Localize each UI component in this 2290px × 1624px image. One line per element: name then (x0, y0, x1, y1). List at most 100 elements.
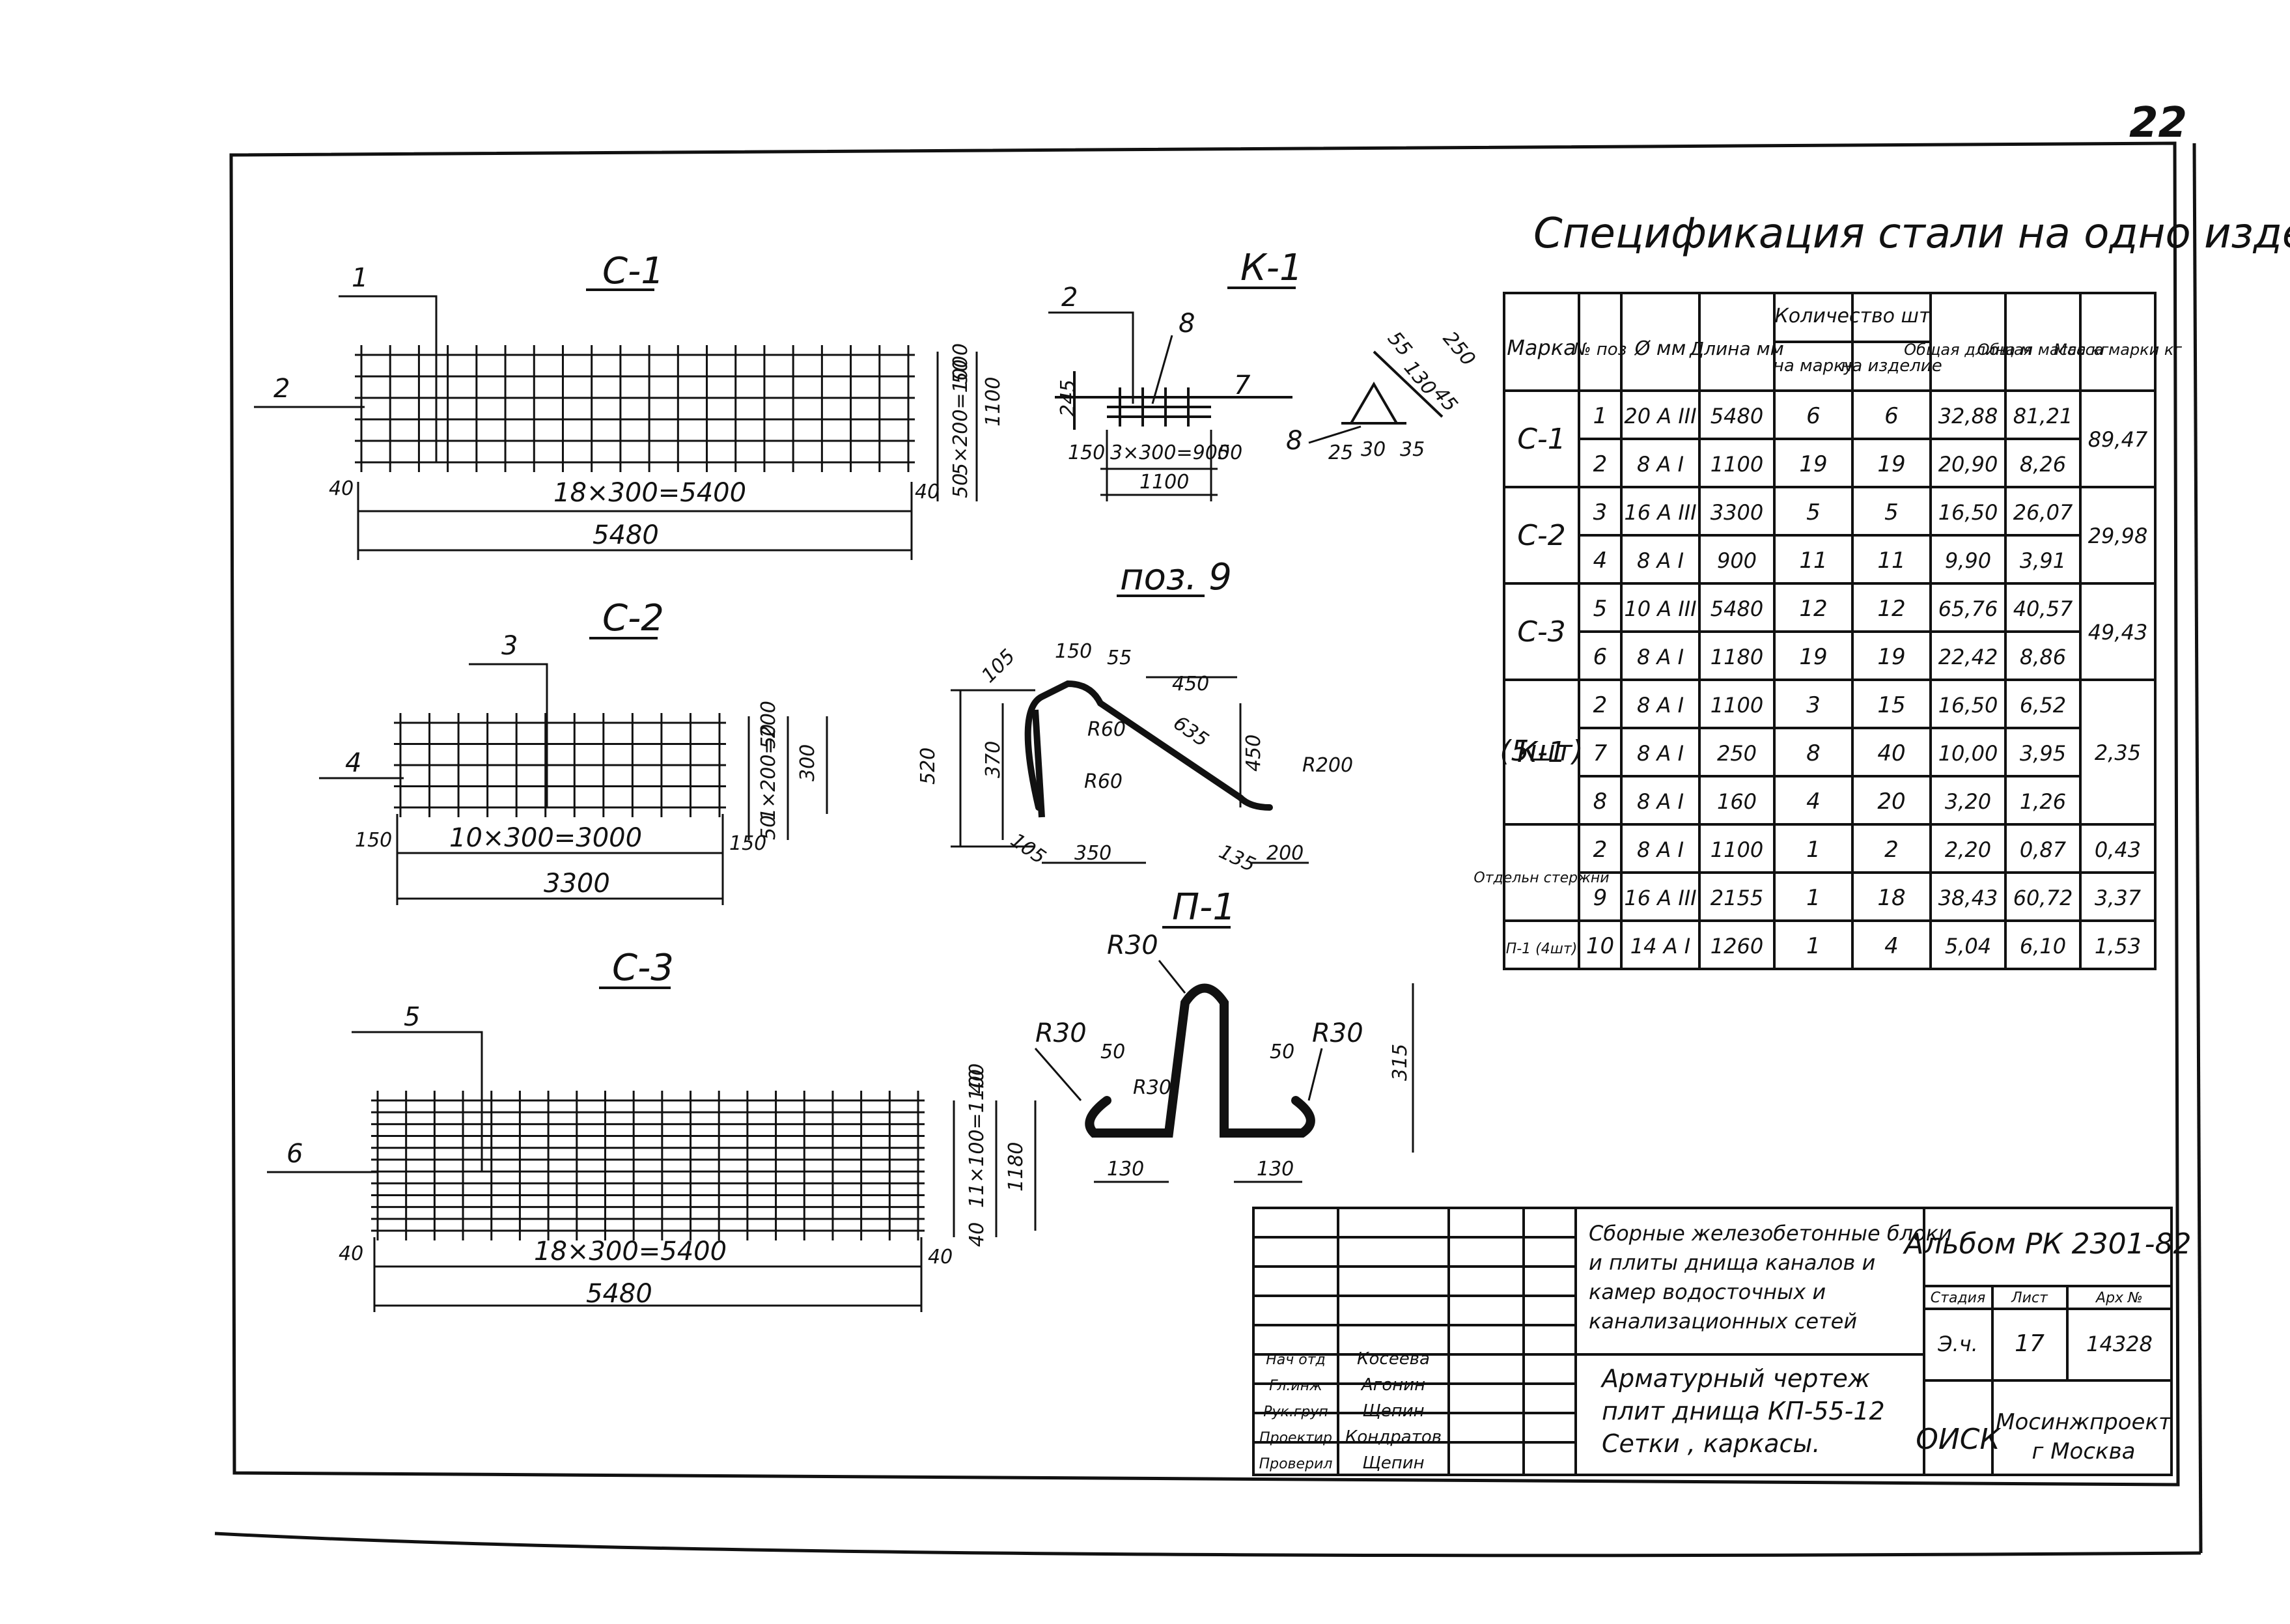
spec-od-3: 9,90 (1945, 548, 1991, 573)
tb-org-short: ОИСК (1916, 1423, 2001, 1456)
c2-dim-50-top: 50 (757, 724, 780, 749)
spec-ni-8: 20 (1877, 789, 1905, 815)
spec-poz-2: 3 (1593, 499, 1608, 525)
c3-pos-6: 6 (286, 1139, 303, 1169)
spec-poz-9: 2 (1593, 837, 1608, 863)
spec-ni-9: 2 (1884, 837, 1899, 863)
poz9-r60-b: R60 (1084, 770, 1123, 793)
spec-od-0: 32,88 (1938, 404, 1998, 428)
spec-dia-1: 8 А I (1637, 452, 1684, 477)
tb-drawing-line-1: плит днища КП-55-12 (1602, 1397, 1885, 1425)
sheet-frame (214, 141, 2203, 1558)
p1-dim-50-left: 50 (1100, 1041, 1125, 1063)
spec-od-10: 38,43 (1938, 886, 1998, 910)
spec-dia-6: 8 А I (1637, 693, 1684, 718)
spec-dia-8: 8 А I (1637, 789, 1684, 814)
c2-dim-total: 3300 (544, 869, 610, 899)
spec-om-8: 1,26 (2020, 789, 2066, 814)
tb-arch: 14328 (2086, 1332, 2153, 1356)
spec-mm-2: 29,98 (2088, 524, 2148, 548)
tb-role-0: Нач отд (1266, 1352, 1326, 1368)
spec-ni-5: 19 (1877, 644, 1905, 670)
spec-mm-0: 89,47 (2088, 427, 2148, 452)
spec-od-8: 3,20 (1945, 789, 1991, 814)
tb-sheet-h: Лист (2011, 1290, 2048, 1306)
p1-r30-top: R30 (1107, 931, 1158, 960)
p1-dim-315: 315 (1389, 1044, 1412, 1081)
c3-dim-40-left: 40 (339, 1242, 363, 1265)
spec-om-2: 26,07 (2013, 500, 2073, 525)
poz9-r200: R200 (1302, 754, 1353, 777)
spec-len-0: 5480 (1711, 404, 1763, 428)
spec-ni-0: 6 (1884, 403, 1899, 429)
poz9-dim-350: 350 (1074, 842, 1111, 865)
hdr-marka: Марка (1507, 335, 1576, 360)
spec-len-11: 1260 (1711, 934, 1763, 959)
c1-dim-total: 5480 (593, 520, 659, 550)
k1-pos-8: 8 (1179, 309, 1195, 339)
poz9-r60-a: R60 (1087, 718, 1126, 741)
poz9-dim-105-top: 105 (977, 645, 1020, 687)
poz9-dim-150: 150 (1055, 640, 1092, 663)
spec-poz-5: 6 (1593, 644, 1608, 670)
spec-mm-4: 49,43 (2088, 620, 2148, 645)
tb-project-line-1: и плиты днища каналов и (1589, 1250, 1875, 1275)
p1-dim-130-right: 130 (1257, 1158, 1294, 1181)
spec-dia-11: 14 А I (1630, 934, 1690, 959)
poz9-dim-370: 370 (982, 741, 1005, 778)
spec-poz-4: 5 (1593, 596, 1608, 622)
spec-ni-10: 18 (1877, 885, 1905, 911)
spec-od-9: 2,20 (1945, 837, 1991, 862)
c1-dim-span: 18×300=5400 (553, 478, 746, 508)
tb-name-1: Агонин (1360, 1375, 1425, 1395)
spec-nm-9: 1 (1806, 837, 1821, 863)
spec-nm-3: 11 (1799, 548, 1827, 574)
c3-pos-5: 5 (404, 1002, 420, 1032)
spec-od-1: 20,90 (1938, 452, 1998, 477)
c3-dim-inner: 11×100=1100 (966, 1063, 988, 1208)
c3-title: С-3 (612, 947, 674, 989)
k1-dim-50: 50 (1218, 441, 1242, 464)
k1-pos-2: 2 (1061, 283, 1078, 313)
p1-r30-left: R30 (1035, 1018, 1087, 1048)
spec-od-11: 5,04 (1945, 934, 1991, 959)
tb-project-line-0: Сборные железобетонные блоки (1589, 1221, 1952, 1246)
spec-om-7: 3,95 (2020, 741, 2066, 766)
spec-om-3: 3,91 (2020, 548, 2066, 573)
c1-dim-1100: 1100 (982, 377, 1005, 427)
poz9-dim-450-right: 450 (1242, 735, 1265, 772)
c2-dim-300: 300 (796, 744, 819, 781)
spec-nm-0: 6 (1806, 403, 1821, 429)
spec-dia-5: 8 А I (1637, 645, 1684, 669)
spec-poz-6: 2 (1593, 692, 1608, 718)
k1-pos-8b: 8 (1286, 426, 1302, 456)
spec-poz-11: 10 (1586, 933, 1614, 959)
spec-om-0: 81,21 (2013, 404, 2073, 428)
k1-dim-30: 30 (1361, 438, 1386, 461)
spec-nm-11: 1 (1806, 933, 1821, 959)
tb-role-1: Гл.инж (1269, 1378, 1322, 1394)
k1-dim-35: 35 (1400, 438, 1425, 461)
tb-name-3: Кондратов (1345, 1427, 1442, 1447)
spec-marka-11: П-1 (4шт) (1506, 941, 1578, 957)
p1-dim-130-left: 130 (1107, 1158, 1144, 1181)
tb-role-3: Проектир (1259, 1430, 1332, 1446)
spec-poz-7: 7 (1593, 740, 1608, 766)
hdr-dlina: Длина мм (1688, 338, 1784, 359)
poz9-dim-520: 520 (917, 748, 940, 785)
spec-mm-9: 0,43 (2095, 837, 2141, 862)
spec-od-4: 65,76 (1938, 596, 1998, 621)
spec-marka-4: С-3 (1517, 615, 1566, 649)
spec-ni-3: 11 (1877, 548, 1905, 574)
c3-dim-total: 5480 (586, 1279, 652, 1309)
spec-ni-11: 4 (1884, 933, 1899, 959)
spec-dia-0: 20 А III (1624, 404, 1696, 428)
spec-table: Спецификация стали на одно изделие Марка… (1473, 210, 2290, 970)
spec-nm-4: 12 (1799, 596, 1827, 622)
spec-poz-10: 9 (1593, 885, 1608, 911)
c1-dim-40-left: 40 (329, 477, 354, 500)
spec-len-1: 1100 (1711, 452, 1763, 477)
p1-r30-mid: R30 (1133, 1076, 1171, 1099)
spec-ni-7: 40 (1877, 740, 1905, 766)
